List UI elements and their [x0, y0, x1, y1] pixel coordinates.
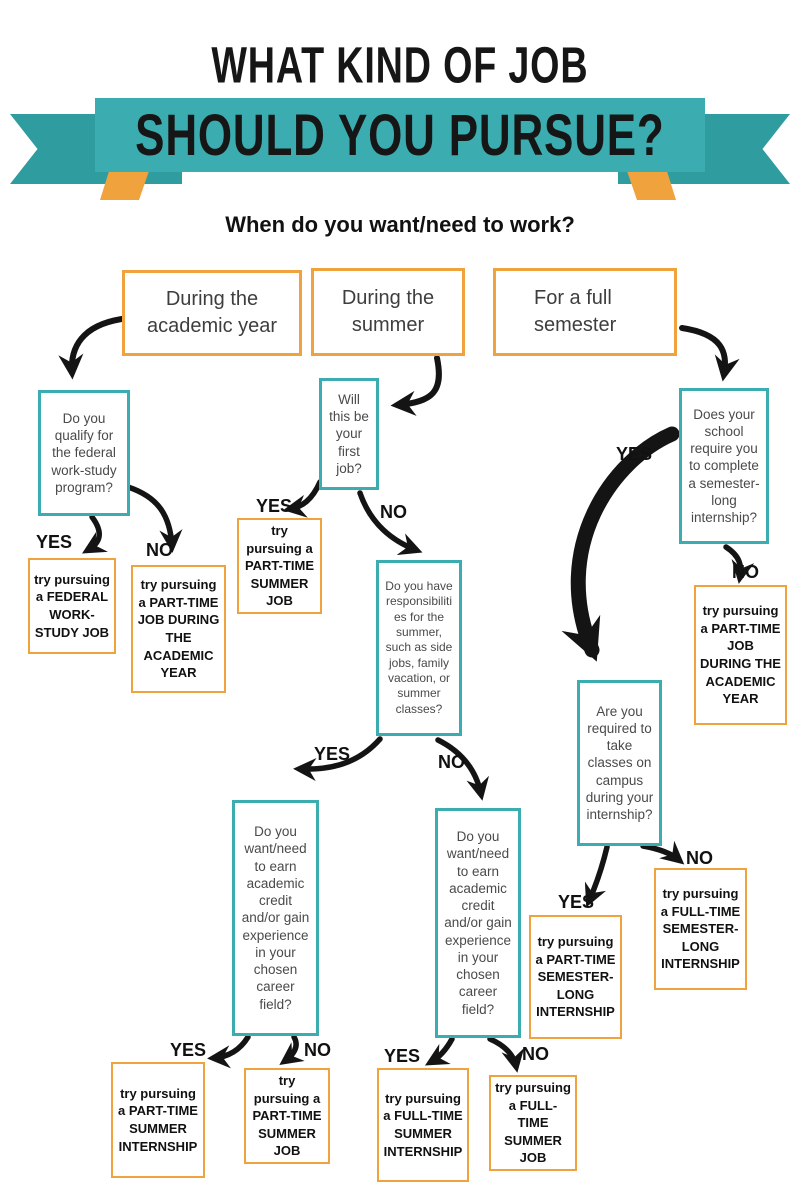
- outcome-full-time-summer-internship: try pursuing a FULL-TIME SUMMER INTERNSH…: [377, 1068, 469, 1182]
- label-responsibilities-no: NO: [438, 752, 465, 772]
- decision-summer-responsibilities: Do you have responsibilities for the sum…: [376, 560, 462, 736]
- outcome-part-time-academic-left: try pursuing a PART-TIME JOB DURING THE …: [131, 565, 226, 693]
- arrow-semester-to-school: [679, 325, 740, 382]
- arrow-credit-right-yes: [424, 1036, 455, 1066]
- decision-work-study-text: Do you qualify for the federal work-stud…: [51, 410, 117, 495]
- decision-school-requires: Does your school require you to complete…: [679, 388, 769, 544]
- label-school-no: NO: [732, 562, 759, 582]
- outcome-federal-work-study-text: try pursuing a FEDERAL WORK-STUDY JOB: [34, 571, 110, 640]
- outcome-part-time-academic-left-text: try pursuing a PART-TIME JOB DURING THE …: [137, 577, 220, 681]
- outcome-part-time-summer-top: try pursuing a PART-TIME SUMMER JOB: [237, 518, 322, 614]
- option-summer: During the summer: [311, 268, 465, 356]
- label-responsibilities-yes: YES: [314, 744, 351, 764]
- label-workstudy-yes: YES: [36, 532, 73, 552]
- decision-work-study: Do you qualify for the federal work-stud…: [38, 390, 130, 516]
- label-campus-yes: YES: [558, 892, 595, 912]
- label-school-yes: YES: [616, 444, 653, 464]
- outcome-federal-work-study: try pursuing a FEDERAL WORK-STUDY JOB: [28, 558, 116, 654]
- decision-campus-classes-text: Are you required to take classes on camp…: [585, 703, 654, 823]
- label-firstjob-yes: YES: [256, 496, 293, 516]
- label-credit-left-yes: YES: [170, 1040, 207, 1060]
- root-question: When do you want/need to work?: [225, 212, 575, 237]
- outcome-full-time-summer-job: try pursuing a FULL-TIME SUMMER JOB: [489, 1075, 577, 1171]
- decision-school-requires-text: Does your school require you to complete…: [688, 406, 760, 526]
- label-credit-right-no: NO: [522, 1044, 549, 1064]
- option-summer-label: During the summer: [341, 287, 435, 336]
- arrow-firstjob-yes: [283, 479, 323, 518]
- outcome-full-time-semester-internship-text: try pursuing a FULL-TIME SEMESTER-LONG I…: [660, 886, 741, 972]
- arrow-workstudy-no: [125, 484, 183, 553]
- outcome-full-time-semester-internship: try pursuing a FULL-TIME SEMESTER-LONG I…: [654, 868, 747, 990]
- outcome-part-time-academic-right-text: try pursuing a PART-TIME JOB DURING THE …: [700, 603, 781, 707]
- arrow-credit-right-no: [487, 1036, 525, 1073]
- outcome-part-time-semester-internship: try pursuing a PART-TIME SEMESTER-LONG I…: [529, 915, 622, 1039]
- outcome-part-time-summer-internship-text: try pursuing a PART-TIME SUMMER INTERNSH…: [118, 1085, 198, 1154]
- ribbon-band: SHOULD YOU PURSUE?: [95, 98, 705, 172]
- outcome-part-time-summer-job-text: try pursuing a PART-TIME SUMMER JOB: [252, 1073, 322, 1159]
- outcome-full-time-summer-job-text: try pursuing a FULL-TIME SUMMER JOB: [495, 1080, 571, 1166]
- arrow-summer-to-firstjob: [390, 355, 442, 416]
- arrow-credit-left-no: [279, 1034, 305, 1066]
- arrow-school-yes-big: [561, 426, 680, 662]
- arrow-campus-no: [640, 840, 685, 865]
- label-credit-right-yes: YES: [384, 1046, 421, 1066]
- decision-first-job-text: Will this be your first job?: [329, 391, 369, 476]
- outcome-part-time-academic-right: try pursuing a PART-TIME JOB DURING THE …: [694, 585, 787, 725]
- decision-first-job: Will this be your first job?: [319, 378, 379, 490]
- outcome-part-time-summer-job: try pursuing a PART-TIME SUMMER JOB: [244, 1068, 330, 1164]
- label-credit-left-no: NO: [304, 1040, 331, 1060]
- outcome-part-time-summer-internship: try pursuing a PART-TIME SUMMER INTERNSH…: [111, 1062, 205, 1178]
- label-campus-no: NO: [686, 848, 713, 868]
- decision-credit-no-branch-text: Do you want/need to earn academic credit…: [444, 829, 512, 1017]
- outcome-part-time-semester-internship-text: try pursuing a PART-TIME SEMESTER-LONG I…: [535, 934, 616, 1020]
- page-title-line2: SHOULD YOU PURSUE?: [135, 102, 665, 168]
- page-title-line1: WHAT KIND OF JOB: [211, 36, 589, 94]
- decision-credit-yes-branch-text: Do you want/need to earn academic credit…: [241, 824, 310, 1012]
- decision-credit-no-branch: Do you want/need to earn academic credit…: [435, 808, 521, 1038]
- option-full-semester-label: For a full semester: [534, 287, 617, 336]
- arrow-workstudy-yes: [82, 514, 108, 554]
- title-row: WHAT KIND OF JOB: [0, 36, 800, 94]
- option-academic-year: During the academic year: [122, 270, 302, 356]
- option-academic-year-label: During the academic year: [146, 288, 278, 337]
- decision-credit-yes-branch: Do you want/need to earn academic credit…: [232, 800, 319, 1036]
- arrow-credit-left-yes: [207, 1034, 251, 1069]
- decision-summer-responsibilities-text: Do you have responsibilities for the sum…: [385, 578, 453, 716]
- label-workstudy-no: NO: [146, 540, 173, 560]
- outcome-full-time-summer-internship-text: try pursuing a FULL-TIME SUMMER INTERNSH…: [383, 1090, 463, 1159]
- decision-campus-classes: Are you required to take classes on camp…: [577, 680, 662, 846]
- outcome-part-time-summer-top-text: try pursuing a PART-TIME SUMMER JOB: [244, 523, 315, 609]
- label-firstjob-no: NO: [380, 502, 407, 522]
- option-full-semester: For a full semester: [493, 268, 677, 356]
